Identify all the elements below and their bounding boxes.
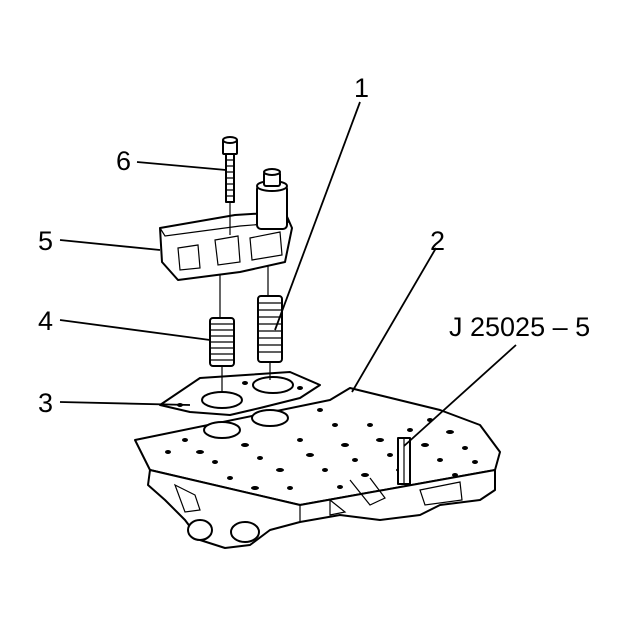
spring-right bbox=[257, 262, 283, 380]
callout-1: 1 bbox=[354, 73, 369, 103]
bolt bbox=[222, 136, 238, 235]
callout-tool: J 25025 – 5 bbox=[449, 312, 590, 342]
spring-left bbox=[209, 268, 235, 392]
valve-body-holes bbox=[165, 408, 478, 490]
callout-3: 3 bbox=[38, 388, 53, 418]
callout-4: 4 bbox=[38, 306, 53, 336]
callout-2: 2 bbox=[430, 226, 445, 256]
solenoid-bracket bbox=[159, 168, 293, 281]
callout-5: 5 bbox=[38, 226, 53, 256]
callout-6: 6 bbox=[116, 146, 131, 176]
gasket bbox=[159, 371, 321, 416]
leader-lines bbox=[59, 101, 517, 447]
